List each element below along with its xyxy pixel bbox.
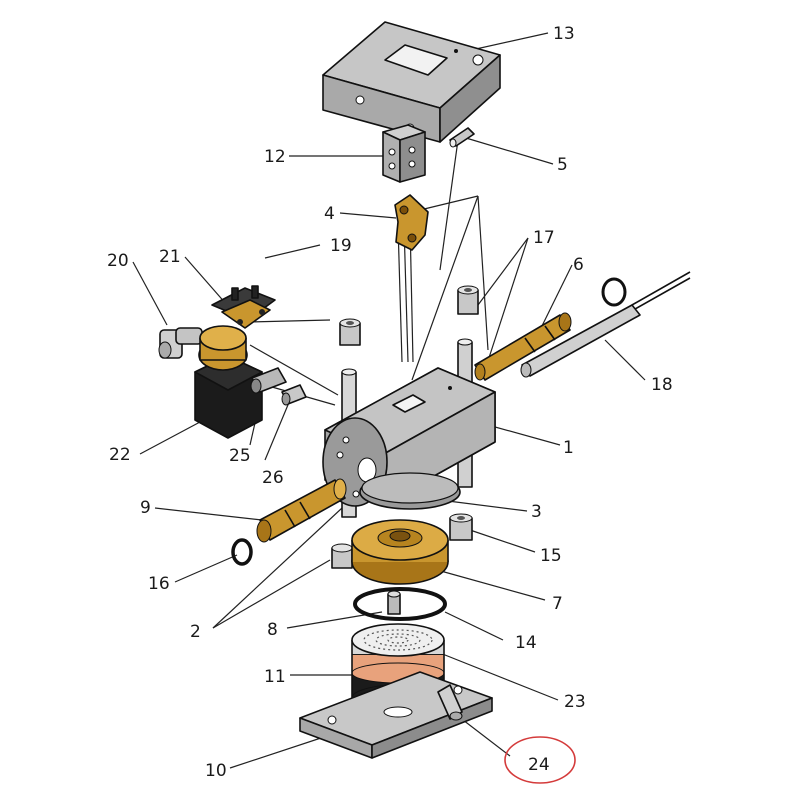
part-4-brass-link bbox=[394, 194, 429, 251]
label-18: 18 bbox=[651, 375, 673, 395]
part-12-block bbox=[382, 124, 426, 183]
label-7: 7 bbox=[552, 594, 563, 614]
label-6: 6 bbox=[573, 255, 584, 275]
part-2-cap-upper bbox=[339, 318, 361, 346]
part-24-nozzle bbox=[437, 684, 463, 721]
part-18-steel-rod bbox=[520, 271, 691, 378]
part-7-brass-housing bbox=[351, 519, 449, 585]
part-16-o-ring bbox=[231, 538, 253, 566]
highlight-circle bbox=[504, 736, 576, 784]
part-8-screw bbox=[387, 590, 401, 615]
part-26-fitting bbox=[281, 384, 307, 406]
label-2: 2 bbox=[190, 622, 201, 642]
label-5: 5 bbox=[557, 155, 568, 175]
label-8: 8 bbox=[267, 620, 278, 640]
part-2-cap-lower bbox=[331, 543, 353, 569]
label-11: 11 bbox=[264, 667, 286, 687]
part-20-elbow-fitting bbox=[158, 327, 203, 359]
label-12: 12 bbox=[264, 147, 286, 167]
label-15: 15 bbox=[540, 546, 562, 566]
label-3: 3 bbox=[531, 502, 542, 522]
label-16: 16 bbox=[148, 574, 170, 594]
part-6-brass-rod bbox=[474, 312, 572, 381]
part-labels: 13 12 5 4 17 19 21 20 6 18 1 22 25 26 9 … bbox=[107, 24, 673, 781]
part-14-o-ring bbox=[353, 587, 447, 621]
part-23-perforated-top bbox=[351, 623, 445, 657]
part-17-cap bbox=[457, 285, 479, 315]
part-10-base-plate bbox=[299, 671, 493, 759]
label-10: 10 bbox=[205, 761, 227, 781]
label-19: 19 bbox=[330, 236, 352, 256]
label-17: 17 bbox=[533, 228, 555, 248]
leader-lines bbox=[132, 32, 646, 769]
part-5-pin bbox=[449, 127, 475, 148]
part-25-fitting bbox=[250, 367, 287, 394]
part-22-valve-body bbox=[194, 325, 263, 439]
label-14: 14 bbox=[515, 633, 537, 653]
part-19-solenoid-bracket bbox=[211, 285, 276, 329]
part-15-cap bbox=[449, 513, 473, 541]
label-25: 25 bbox=[229, 446, 251, 466]
label-20: 20 bbox=[107, 251, 129, 271]
label-21: 21 bbox=[159, 247, 181, 267]
label-9: 9 bbox=[140, 498, 151, 518]
label-23: 23 bbox=[564, 692, 586, 712]
label-24: 24 bbox=[528, 755, 550, 775]
label-26: 26 bbox=[262, 468, 284, 488]
label-1: 1 bbox=[563, 438, 574, 458]
label-22: 22 bbox=[109, 445, 131, 465]
part-13-u-bracket bbox=[322, 21, 501, 143]
label-4: 4 bbox=[324, 204, 335, 224]
label-13: 13 bbox=[553, 24, 575, 44]
part-9-brass-stem bbox=[256, 478, 347, 543]
part-3-disc bbox=[359, 472, 461, 510]
